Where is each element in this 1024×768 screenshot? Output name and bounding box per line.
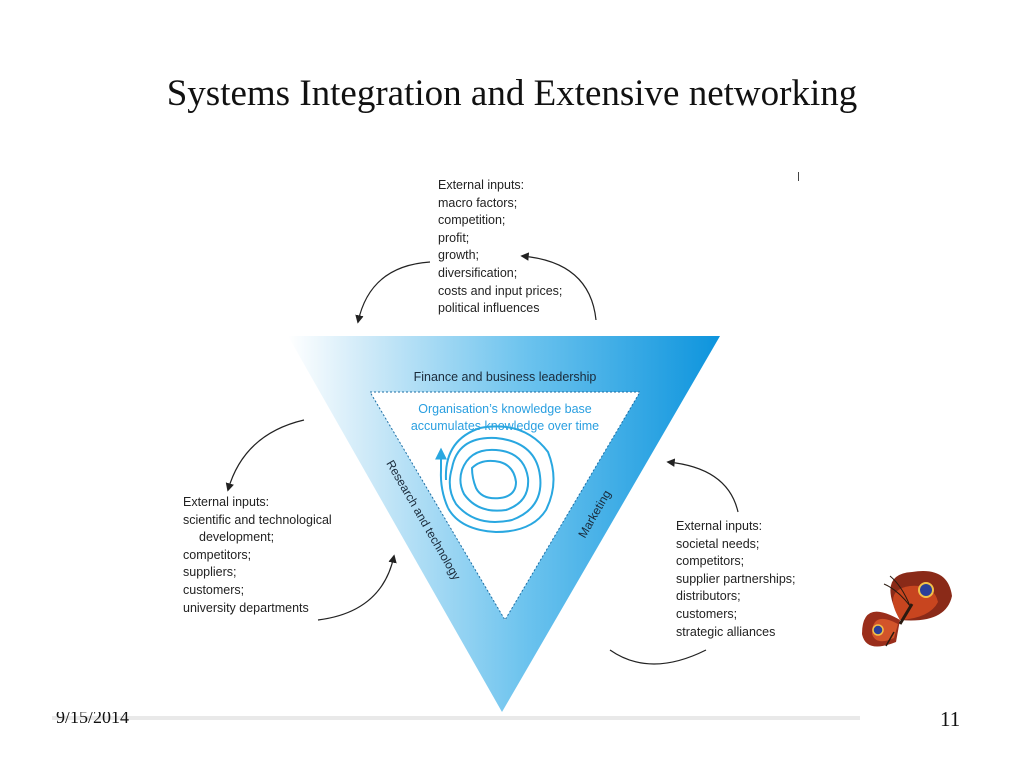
top-inputs-item: competition; <box>438 213 506 228</box>
top-inputs-item: profit; <box>438 230 470 245</box>
left-inputs-item: scientific and technological <box>183 512 332 527</box>
right-inputs-item: distributors; <box>676 589 741 604</box>
top-inputs-item: diversification; <box>438 265 518 280</box>
left-inputs-item: competitors; <box>183 547 252 562</box>
stray-tick-mark <box>798 172 799 181</box>
right-inputs-item: customers; <box>676 606 738 621</box>
left-inputs-heading: External inputs: <box>183 495 270 509</box>
right-inputs-item: competitors; <box>676 554 745 569</box>
right-inputs-item: strategic alliances <box>676 624 776 639</box>
top-inputs-block: External inputs: macro factors; competit… <box>438 177 562 318</box>
top-inputs-heading: External inputs: <box>438 178 525 192</box>
center-text-line-1: Organisation’s knowledge base <box>418 402 592 416</box>
arrow-top-left <box>355 261 431 324</box>
top-inputs-item: macro factors; <box>438 195 518 210</box>
left-inputs-item: customers; <box>183 582 245 597</box>
slide-number: 11 <box>940 707 961 731</box>
knowledge-spiral-icon <box>435 425 555 534</box>
slide-title: Systems Integration and Extensive networ… <box>166 73 858 114</box>
arrow-right-upper <box>666 458 739 513</box>
left-inputs-item: suppliers; <box>183 565 237 580</box>
right-inputs-item: supplier partnerships; <box>676 571 796 586</box>
right-inputs-item: societal needs; <box>676 536 760 551</box>
arrow-right-lower <box>609 649 707 665</box>
right-inputs-heading: External inputs: <box>676 519 763 533</box>
footer-divider <box>52 716 860 720</box>
slide-date: 9/15/2014 <box>56 712 130 727</box>
arrow-left-upper <box>225 419 305 492</box>
left-inputs-block: External inputs: scientific and technolo… <box>183 494 332 617</box>
arrow-top-right <box>520 252 597 321</box>
arrow-left-lower <box>317 554 397 621</box>
top-inputs-item: political influences <box>438 301 540 316</box>
butterfly-icon <box>862 571 952 647</box>
right-inputs-block: External inputs: societal needs; competi… <box>676 518 796 641</box>
top-bar-label: Finance and business leadership <box>414 370 597 384</box>
top-inputs-item: growth; <box>438 248 479 263</box>
top-inputs-item: costs and input prices; <box>438 283 563 298</box>
left-inputs-item: university departments <box>183 600 309 615</box>
flow-arrows <box>225 252 739 665</box>
left-inputs-item: development; <box>199 530 275 545</box>
